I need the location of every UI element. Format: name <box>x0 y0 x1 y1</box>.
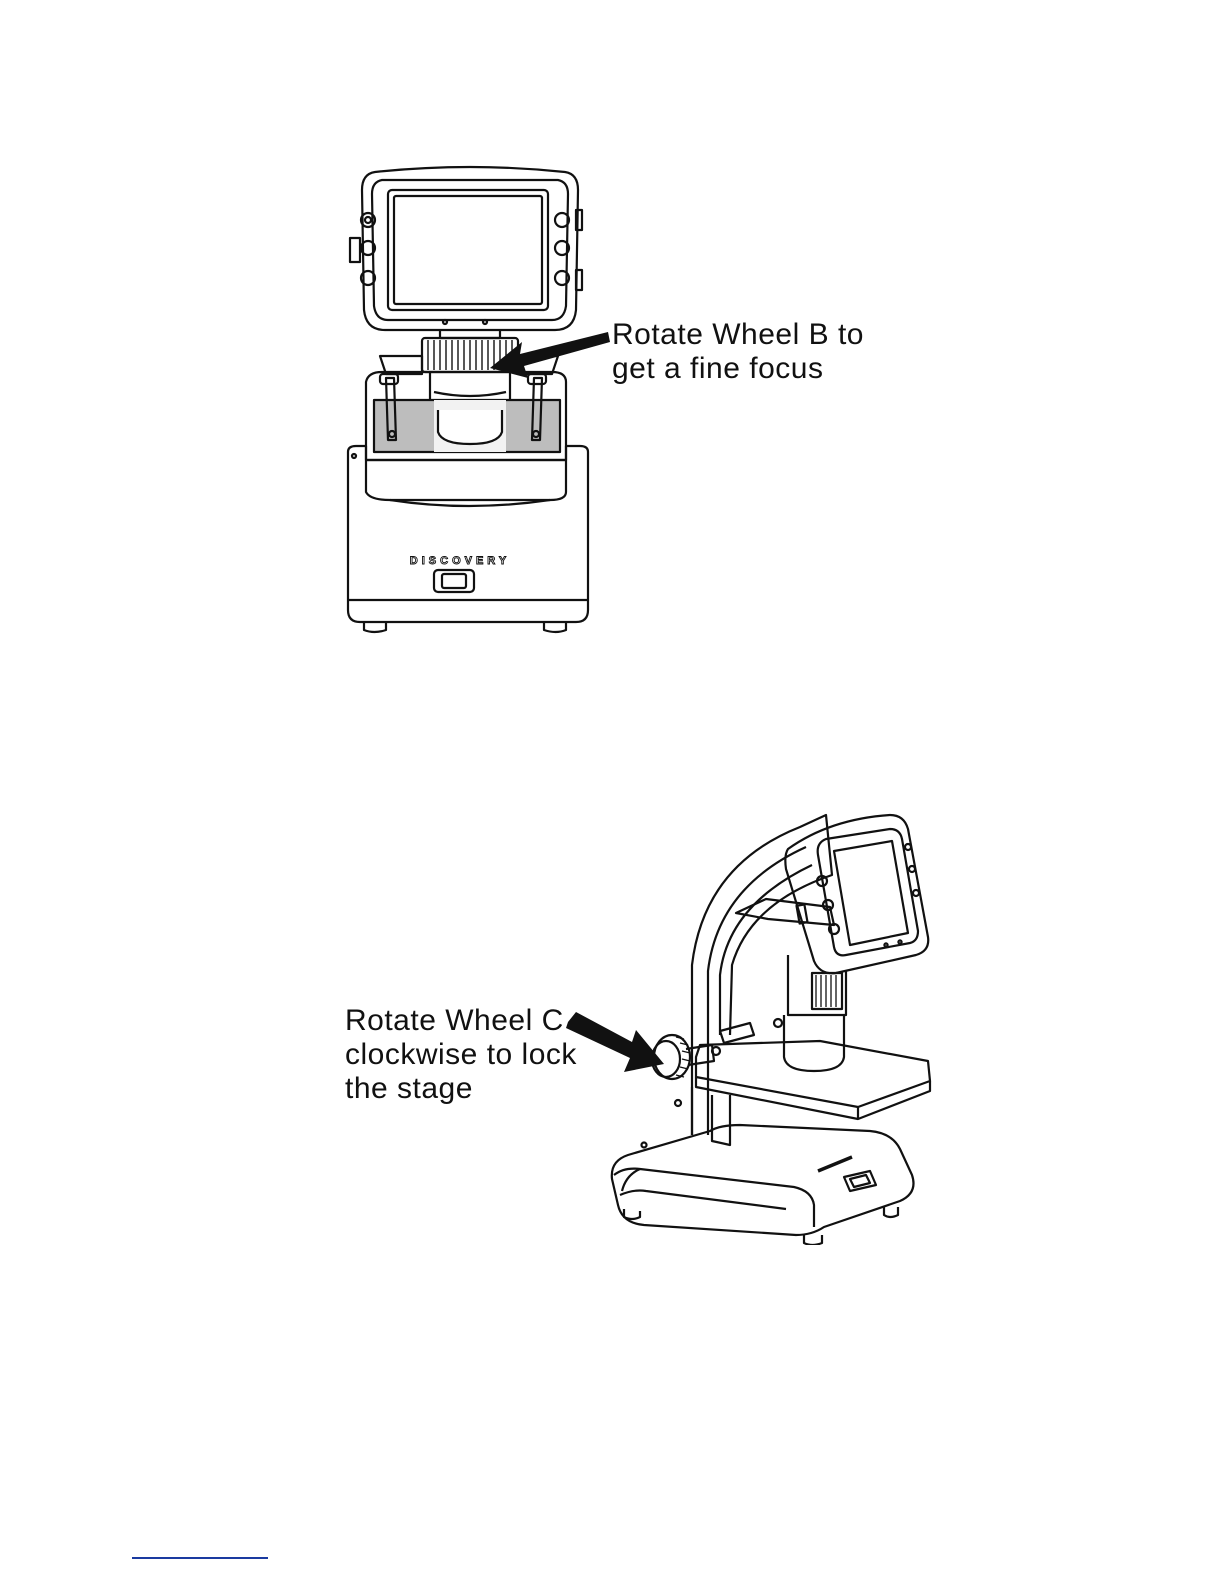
brand-logo: DISCOVERY <box>410 555 510 567</box>
caption-wheel-b: Rotate Wheel B to get a fine focus <box>612 318 864 386</box>
footnote-separator <box>132 1557 268 1559</box>
microscope-front-illustration: DISCOVERY <box>330 160 610 640</box>
caption-wheel-c: Rotate Wheel C clockwise to lock the sta… <box>345 1004 577 1106</box>
arrow-left-icon <box>488 318 612 386</box>
arrow-right-icon <box>566 1010 666 1080</box>
